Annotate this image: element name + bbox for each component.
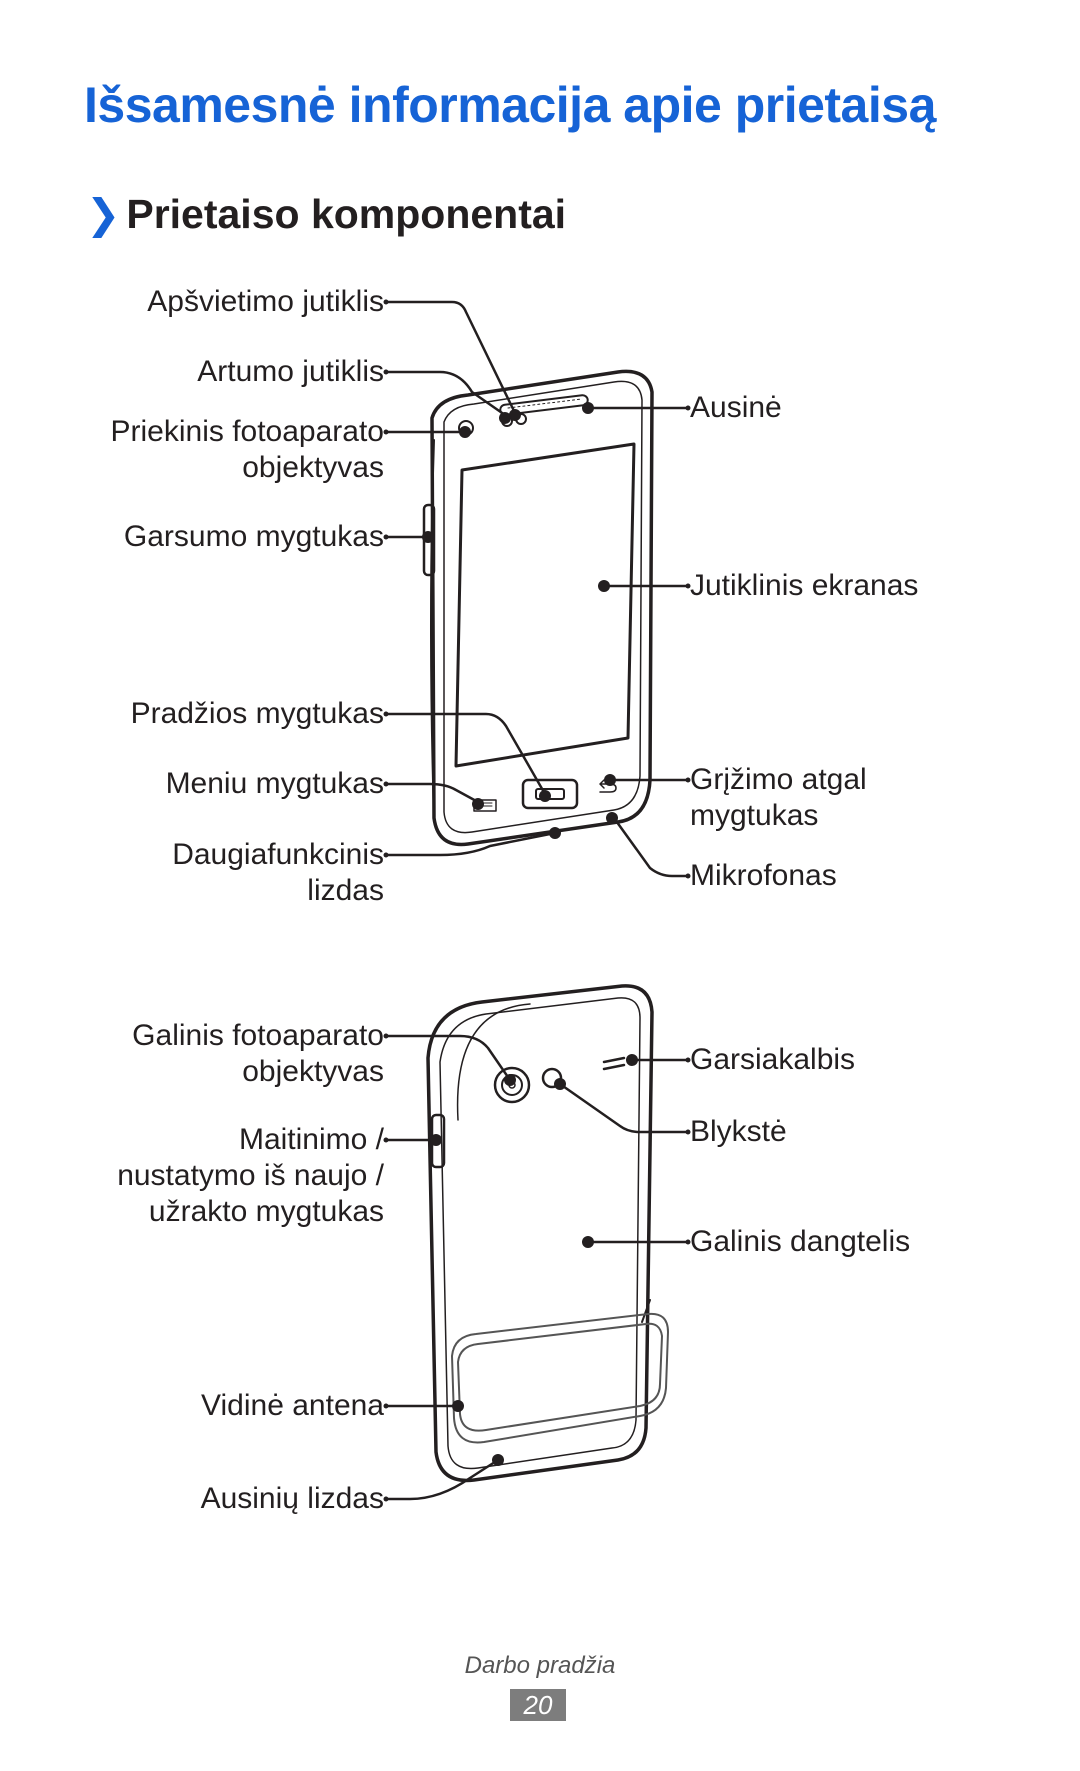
label-home-key: Pradžios mygtukas bbox=[130, 697, 384, 730]
label-back-key-line2: mygtukas bbox=[690, 799, 819, 832]
front-leader-lines bbox=[384, 300, 690, 878]
label-power-key-line1: Maitinimo / bbox=[238, 1123, 384, 1156]
callout-dots bbox=[383, 299, 691, 1502]
label-flash: Blykstė bbox=[690, 1115, 787, 1148]
rear-phone-illustration bbox=[426, 984, 669, 1483]
label-microphone: Mikrofonas bbox=[690, 859, 837, 892]
label-front-camera: Priekinis fotoaparato objektyvas bbox=[111, 414, 385, 486]
label-speaker: Garsiakalbis bbox=[690, 1043, 856, 1076]
label-multifunction-jack-line2: lizdas bbox=[307, 874, 384, 907]
label-power-key-line3: užrakto mygtukas bbox=[148, 1195, 384, 1228]
label-touch-screen: Jutiklinis ekranas bbox=[690, 569, 919, 602]
label-light-sensor: Apšvietimo jutiklis bbox=[147, 285, 384, 318]
label-back-cover: Galinis dangtelis bbox=[690, 1225, 911, 1258]
page-title: Išsamesnė informacija apie prietaisą bbox=[84, 77, 936, 133]
label-internal-antenna: Vidinė antena bbox=[201, 1389, 384, 1422]
label-power-key-line2: nustatymo iš naujo / bbox=[117, 1159, 384, 1192]
label-multifunction-jack-line1: Daugiafunkcinis bbox=[172, 838, 384, 871]
front-phone-illustration bbox=[422, 369, 654, 847]
label-front-camera-line1: Priekinis fotoaparato bbox=[110, 415, 385, 448]
chevron-right-icon: ❯ bbox=[86, 191, 121, 237]
label-rear-camera-line2: objektyvas bbox=[242, 1055, 384, 1088]
label-rear-camera-line1: Galinis fotoaparato bbox=[132, 1019, 384, 1052]
footer-section-name: Darbo pradžia bbox=[464, 1652, 616, 1679]
label-proximity-sensor: Artumo jutiklis bbox=[197, 355, 384, 388]
section-heading-text: Prietaiso komponentai bbox=[126, 191, 567, 237]
label-headset-jack: Ausinių lizdas bbox=[200, 1482, 384, 1515]
label-multifunction-jack: Daugiafunkcinis lizdas bbox=[172, 837, 384, 909]
section-heading: ❯Prietaiso komponentai bbox=[86, 190, 566, 238]
page-number: 20 bbox=[510, 1689, 566, 1721]
label-power-key: Maitinimo / nustatymo iš naujo / užrakto… bbox=[117, 1122, 384, 1230]
label-rear-camera: Galinis fotoaparato objektyvas bbox=[132, 1018, 384, 1090]
label-menu-key: Meniu mygtukas bbox=[165, 767, 384, 800]
label-earpiece: Ausinė bbox=[690, 391, 782, 424]
label-volume-key: Garsumo mygtukas bbox=[123, 520, 384, 553]
label-front-camera-line2: objektyvas bbox=[242, 451, 384, 484]
label-back-key-line1: Grįžimo atgal bbox=[690, 763, 867, 796]
label-back-key: Grįžimo atgal mygtukas bbox=[690, 762, 867, 834]
rear-leader-lines bbox=[384, 1034, 690, 1501]
